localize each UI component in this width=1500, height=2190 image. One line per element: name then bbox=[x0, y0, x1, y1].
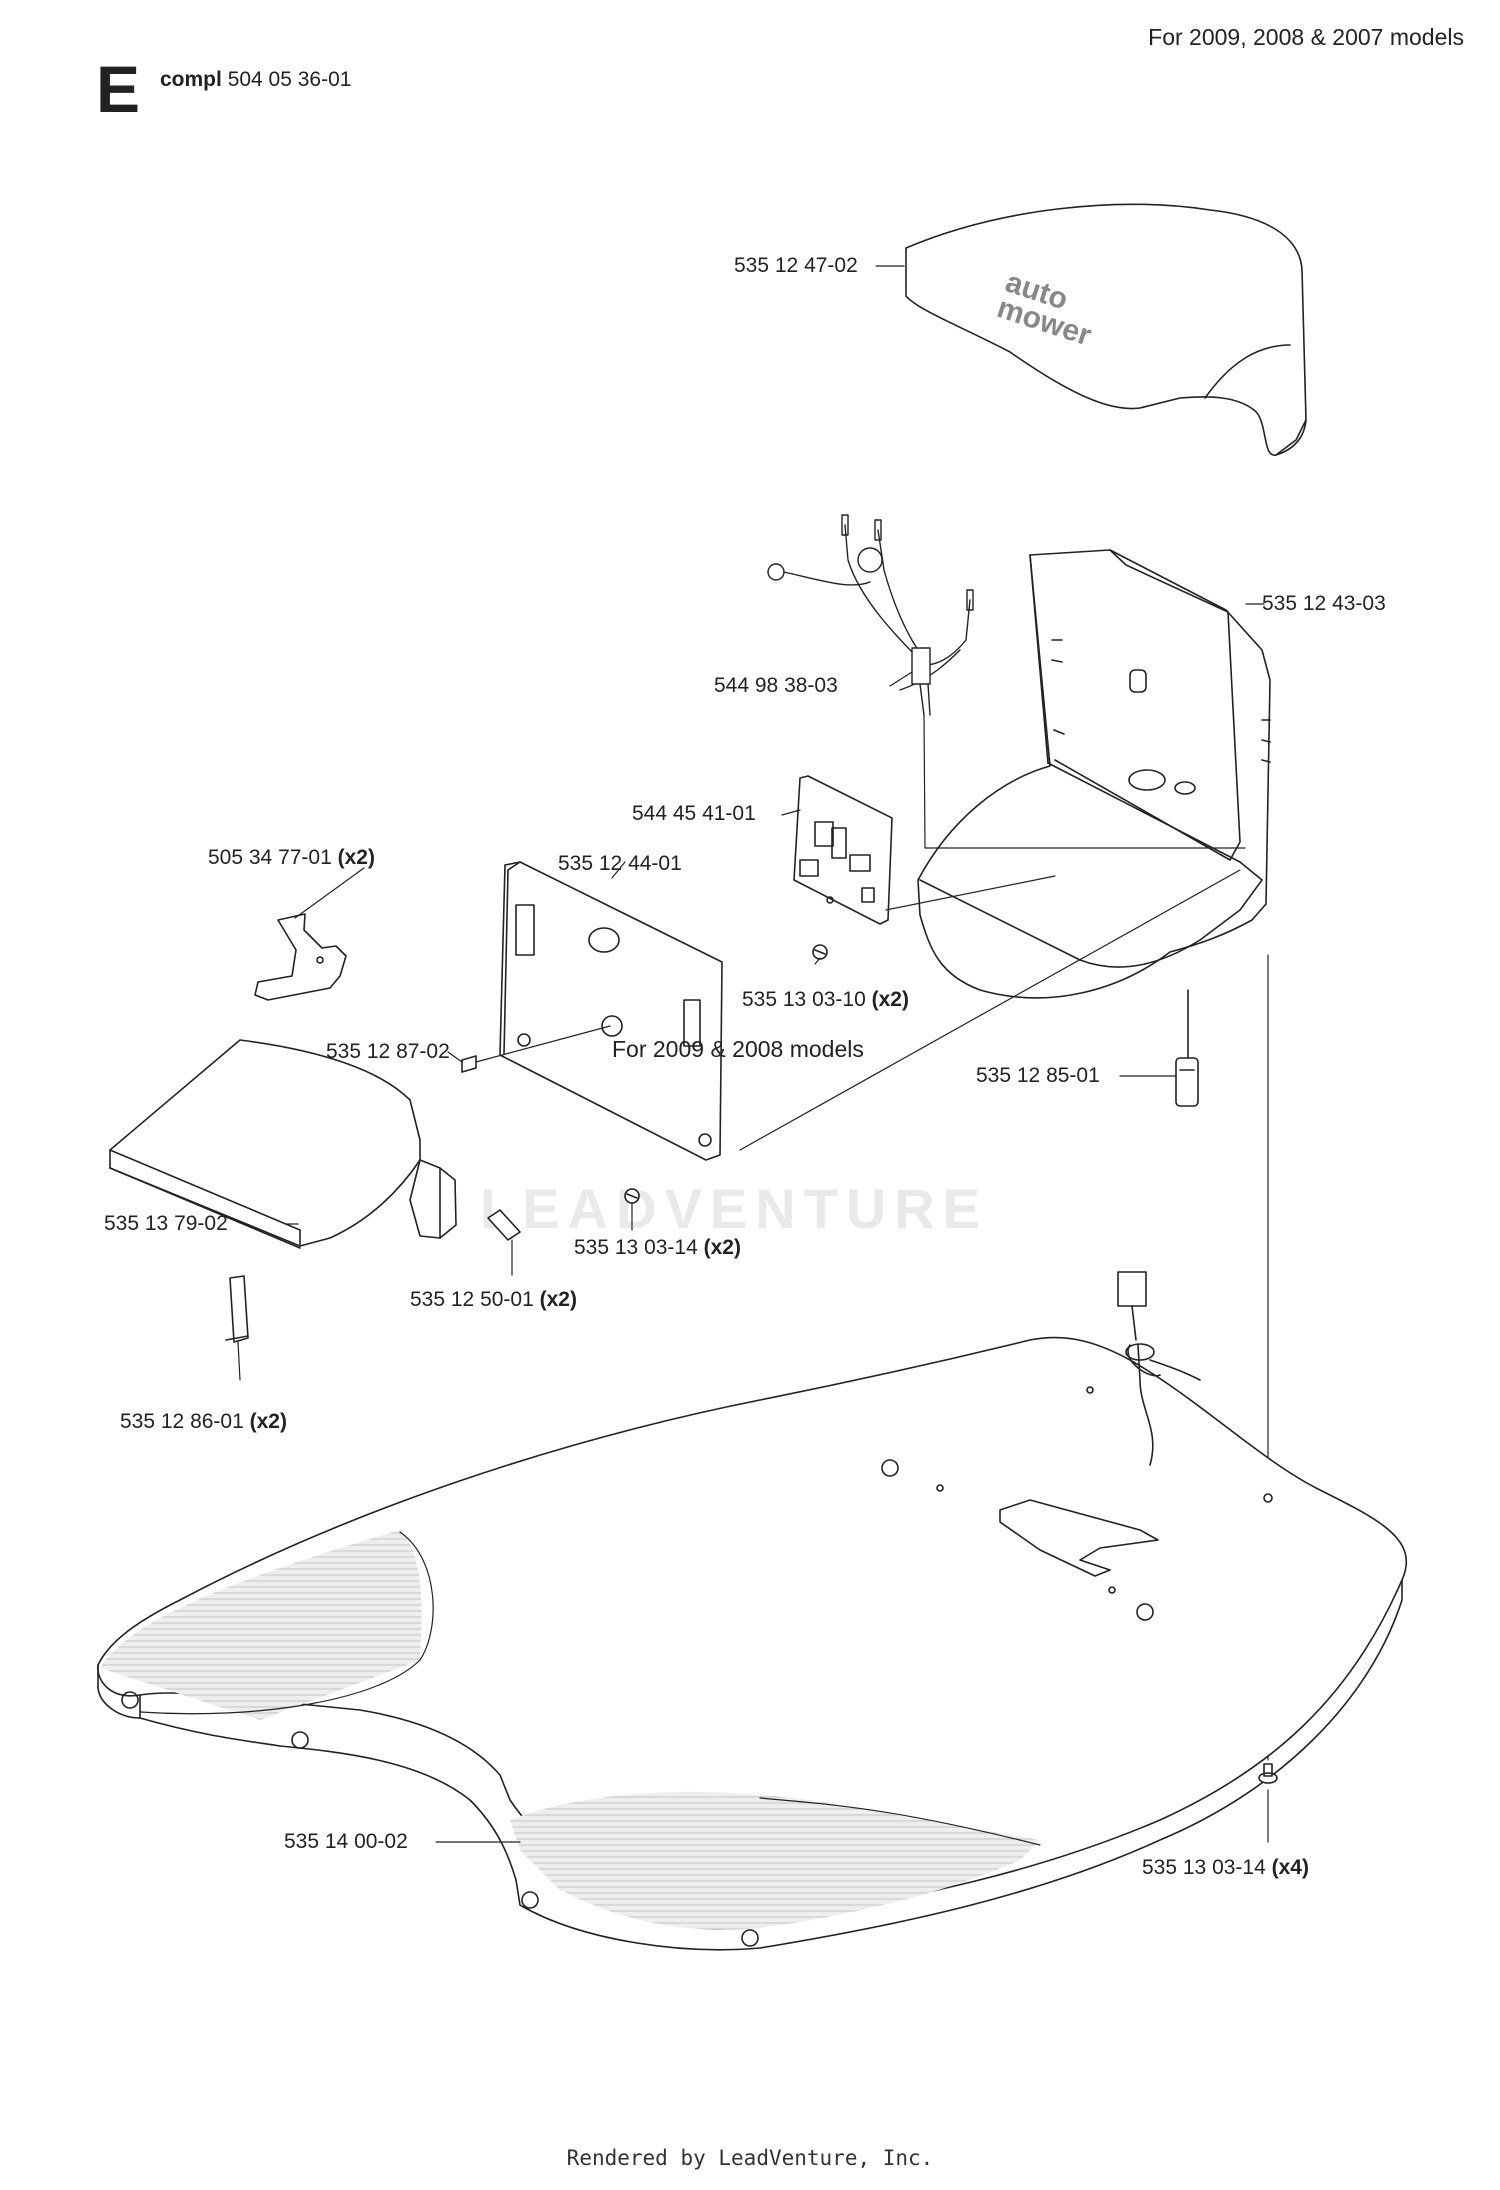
housing-part bbox=[917, 549, 1271, 999]
part-label: 505 34 77-01 (x2) bbox=[208, 846, 375, 869]
watermark: LEADVENTURE bbox=[480, 1177, 989, 1240]
pin-part bbox=[487, 1209, 521, 1241]
leader-line bbox=[885, 875, 1056, 911]
connector-part bbox=[1175, 1057, 1199, 1107]
leader-lines bbox=[237, 265, 1269, 1843]
model-note: For 2009 & 2008 models bbox=[612, 1036, 864, 1062]
part-label: 535 13 03-14 (x2) bbox=[574, 1236, 741, 1259]
screw-535-13-03-10 bbox=[812, 944, 828, 960]
strap-part bbox=[225, 1275, 249, 1343]
part-label: 535 12 47-02 bbox=[734, 254, 858, 277]
bottom-screw-part bbox=[1258, 1763, 1278, 1784]
part-label: 535 14 00-02 bbox=[284, 1830, 408, 1853]
circuit-board-part bbox=[793, 775, 893, 925]
footer-credit: Rendered by LeadVenture, Inc. bbox=[566, 2146, 934, 2170]
part-label: 535 12 85-01 bbox=[976, 1064, 1100, 1087]
base-plate-part bbox=[97, 1271, 1408, 1951]
wire-harness-part bbox=[767, 514, 974, 716]
compl-word: compl bbox=[160, 68, 222, 91]
screw-535-13-03-14 bbox=[624, 1188, 640, 1204]
part-label: 544 45 41-01 bbox=[632, 802, 756, 825]
mounting-plate-part bbox=[499, 861, 723, 1161]
compl-number: 504 05 36-01 bbox=[227, 68, 352, 91]
part-label: 535 12 50-01 (x2) bbox=[410, 1288, 577, 1311]
part-label: 535 12 87-02 bbox=[326, 1040, 450, 1063]
section-letter: E bbox=[96, 52, 141, 126]
lid-part bbox=[109, 1039, 457, 1249]
part-label: 535 12 44-01 bbox=[558, 852, 682, 875]
spacer-part bbox=[461, 1025, 611, 1073]
part-label: 535 13 03-10 (x2) bbox=[742, 988, 909, 1011]
part-label: 544 98 38-03 bbox=[714, 674, 838, 697]
part-label: 535 12 86-01 (x2) bbox=[120, 1410, 287, 1433]
part-label: 535 13 03-14 (x4) bbox=[1142, 1856, 1309, 1879]
models-note: For 2009, 2008 & 2007 models bbox=[1148, 24, 1464, 50]
top-cover-part bbox=[905, 203, 1307, 456]
hook-part bbox=[254, 913, 347, 1001]
part-label: 535 12 43-03 bbox=[1262, 592, 1386, 615]
compl-label: compl 504 05 36-01 bbox=[160, 68, 351, 92]
part-label: 535 13 79-02 bbox=[104, 1212, 228, 1235]
